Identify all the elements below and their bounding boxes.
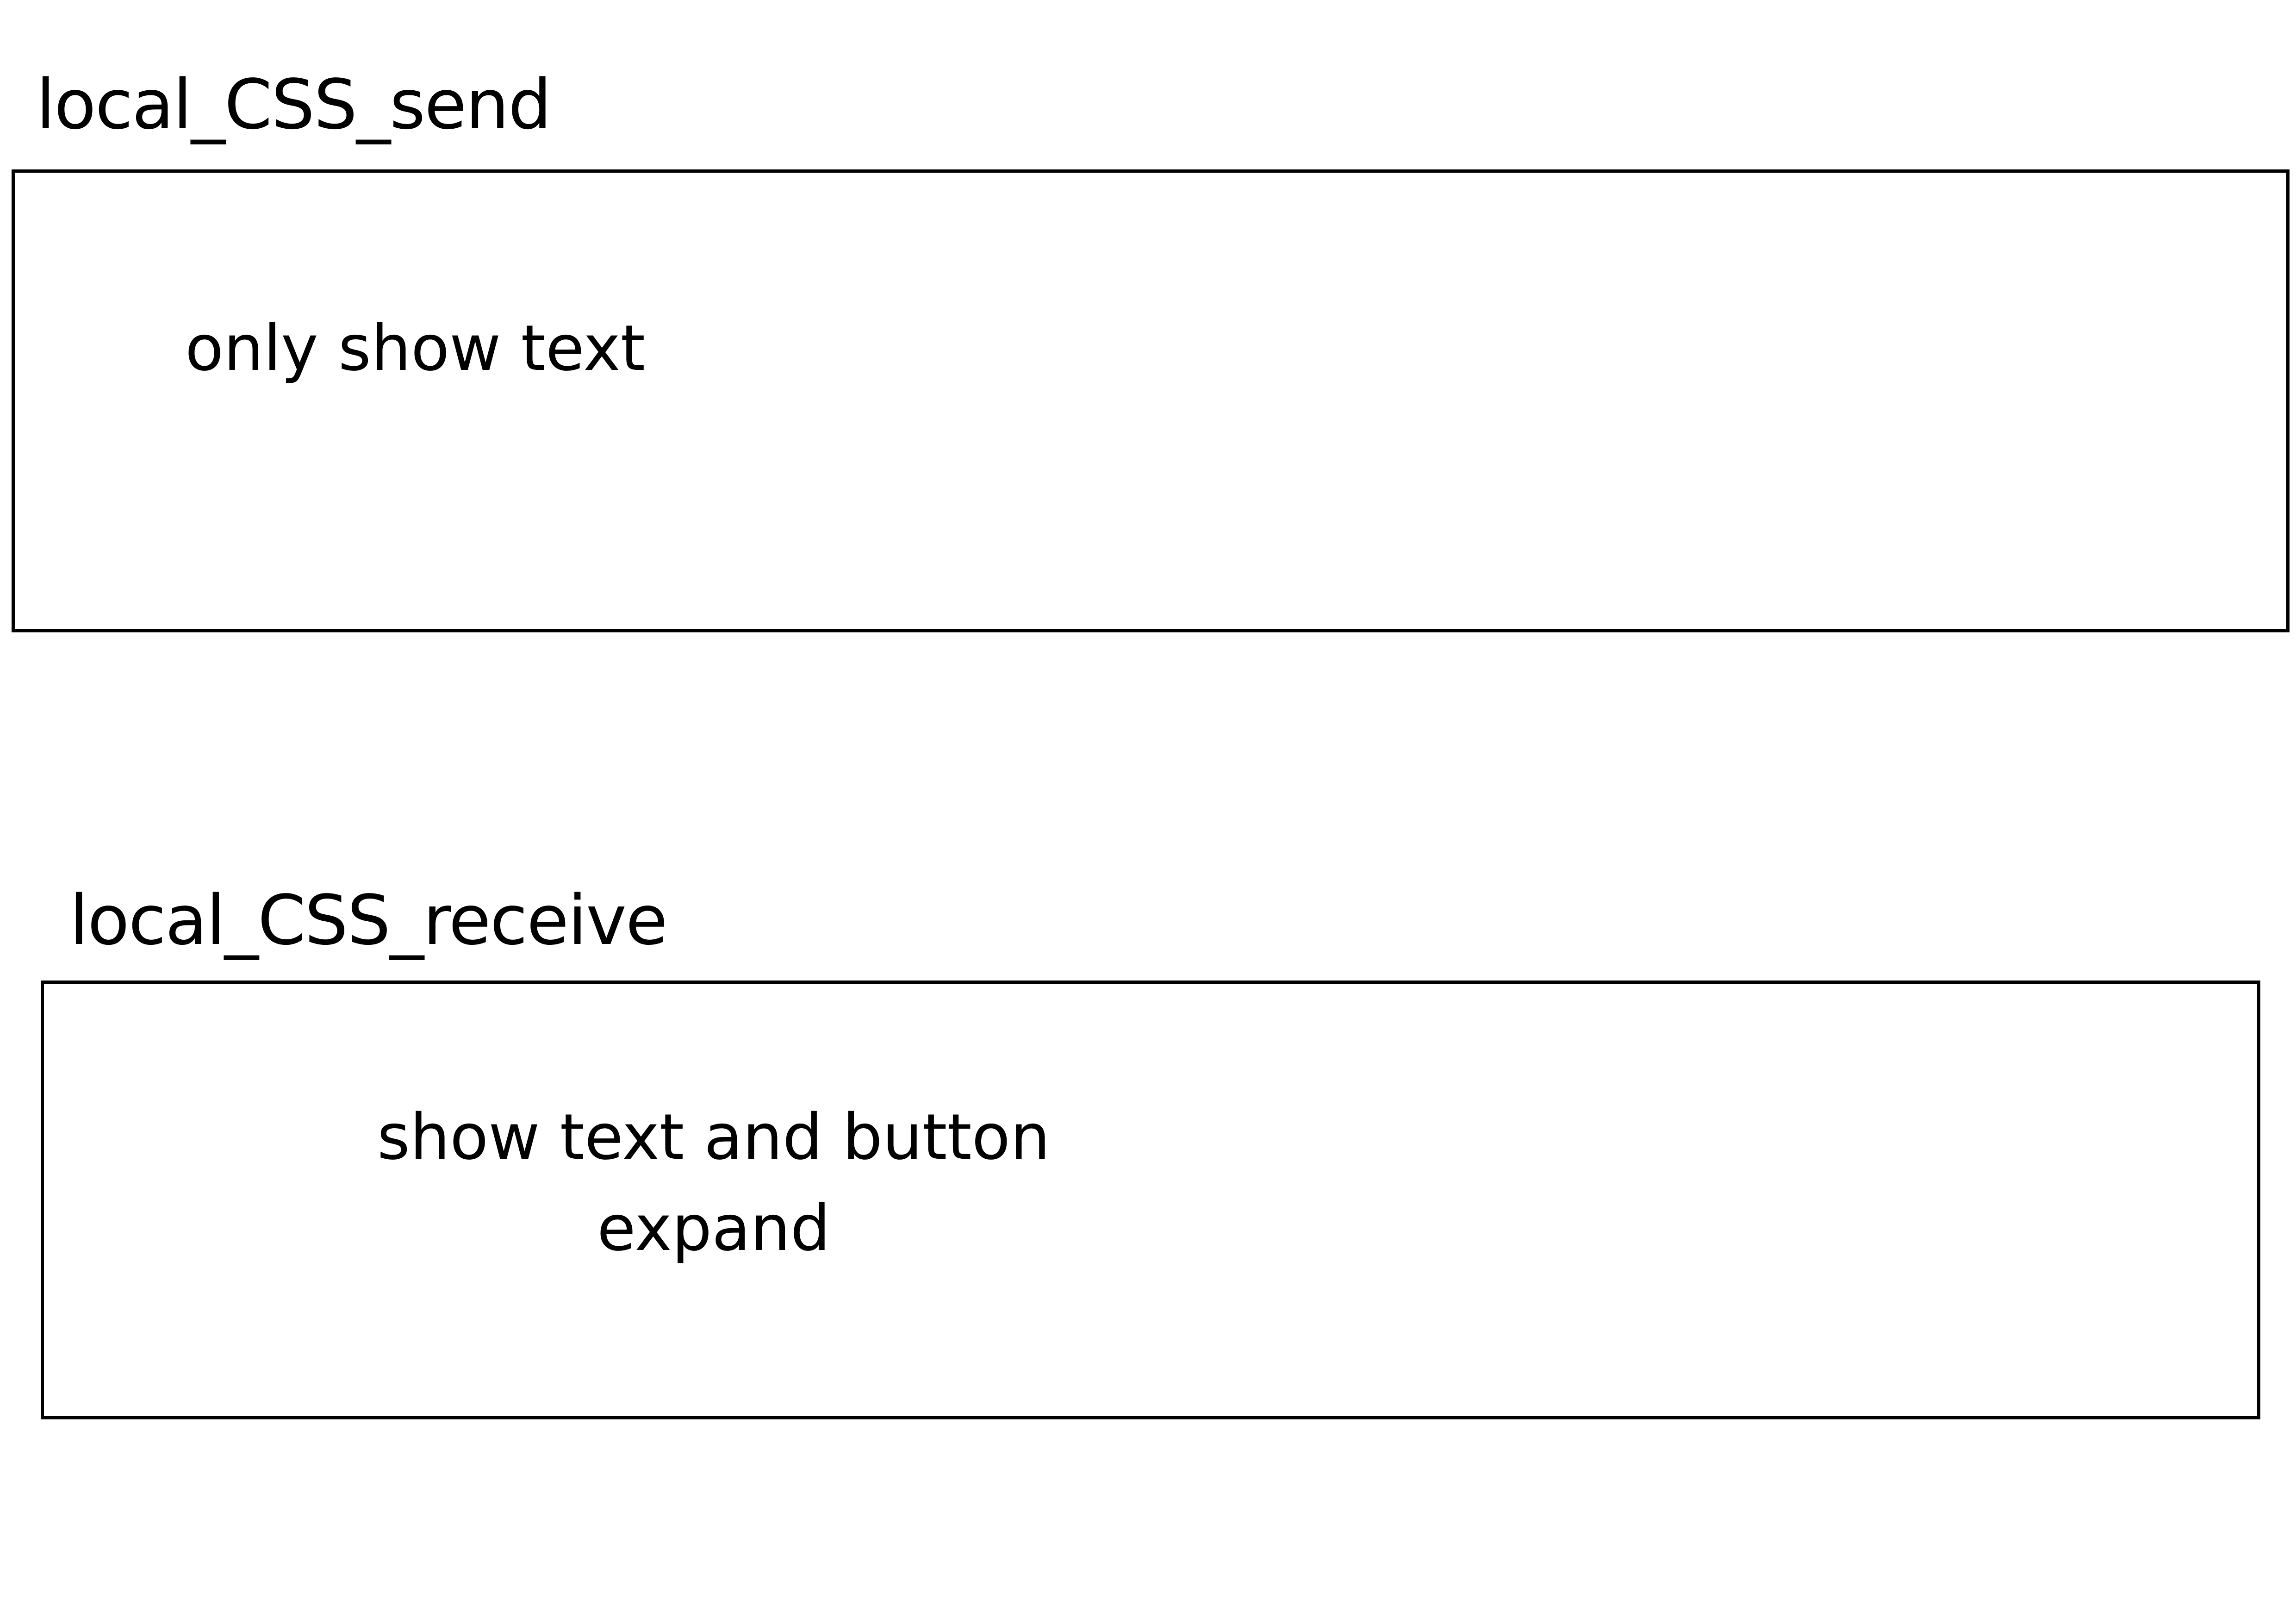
send-panel-description: only show text <box>185 312 646 385</box>
send-section-title: local_CSS_send <box>36 65 552 144</box>
receive-description-line-1: show text and button <box>377 1101 1051 1174</box>
send-panel: only show text <box>12 169 2290 632</box>
receive-section-title: local_CSS_receive <box>69 881 668 960</box>
receive-panel: show text and button expand <box>41 981 2260 1419</box>
receive-panel-description: show text and button expand <box>377 1092 1050 1274</box>
receive-description-line-2: expand <box>597 1192 830 1266</box>
